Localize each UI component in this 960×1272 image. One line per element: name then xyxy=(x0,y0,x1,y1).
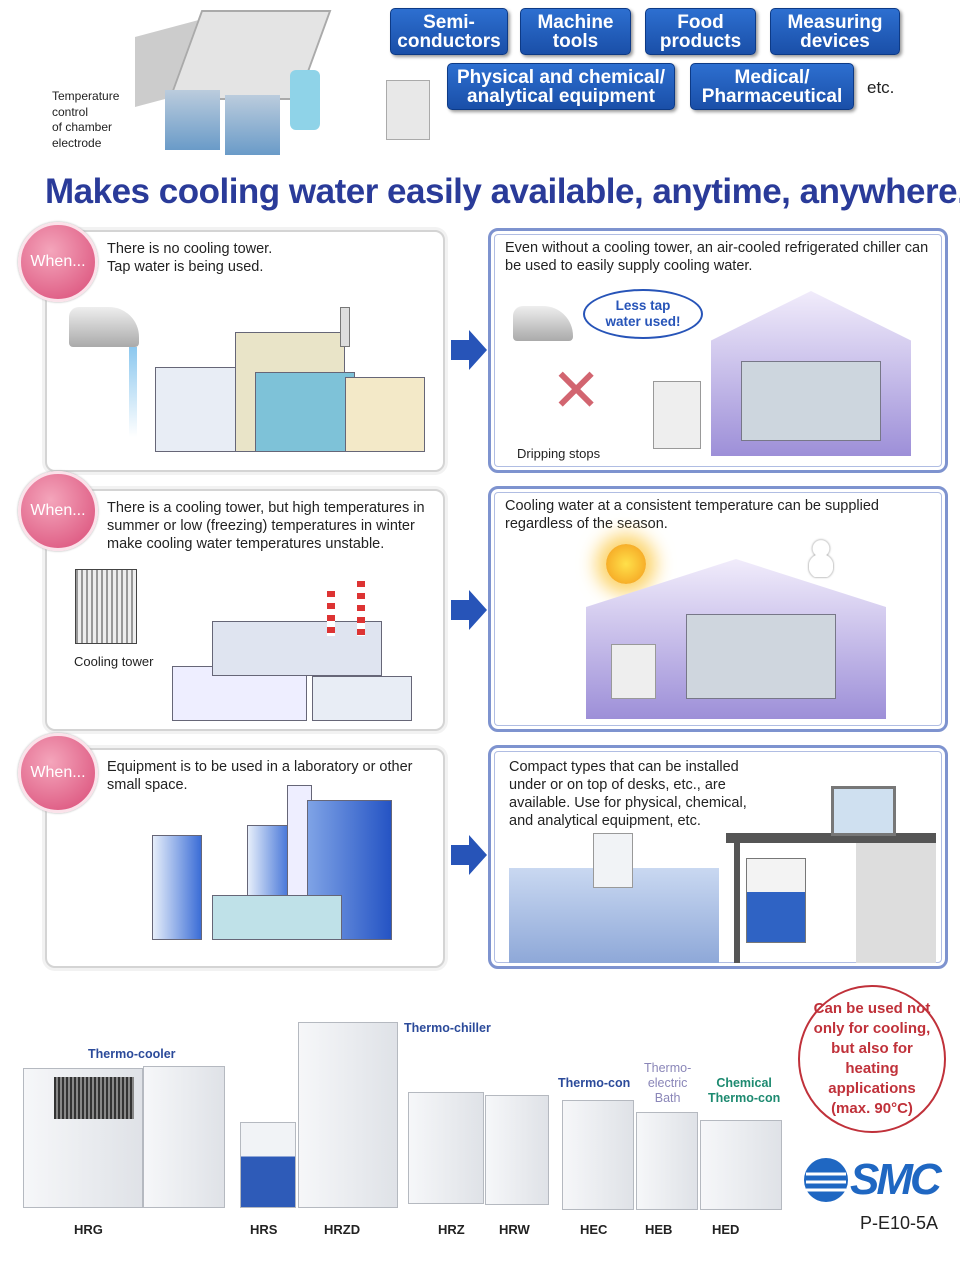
under-desk-chiller xyxy=(746,858,806,943)
compact-chiller xyxy=(593,833,633,888)
model-hrzd: HRZD xyxy=(324,1222,361,1237)
model-hrz: HRZ xyxy=(438,1222,465,1237)
chamber-illustration xyxy=(125,5,355,155)
factory-illustration xyxy=(155,307,435,452)
model-hrw: HRW xyxy=(499,1222,530,1237)
heating-note-text: Can be used not only for cooling, but al… xyxy=(813,1000,931,1117)
problem-panel-1: There is no cooling tower. Tap water is … xyxy=(45,230,445,472)
category-thermo-cooler: Thermo-cooler xyxy=(88,1047,176,1061)
category-thermo-electric-bath: Thermo- electric Bath xyxy=(644,1061,692,1105)
tag-machine-tools: Machine tools xyxy=(520,8,631,55)
product-hrzd xyxy=(298,1022,398,1208)
catalog-code: P-E10-5A xyxy=(860,1213,939,1233)
cross-mark-icon: ✕ xyxy=(551,357,602,424)
snowman-icon xyxy=(809,539,833,577)
cooling-tower-illustration xyxy=(75,569,137,644)
water-stream xyxy=(129,347,137,437)
house-with-machine xyxy=(711,291,911,456)
solution-text-3: Compact types that can be installed unde… xyxy=(509,759,747,829)
arrow-right-icon xyxy=(451,835,487,875)
solution-panel-1: Even without a cooling tower, an air-coo… xyxy=(488,228,948,473)
smc-logo-mark-icon xyxy=(804,1158,848,1202)
model-hrg: HRG xyxy=(74,1222,103,1237)
dripping-stops-label: Dripping stops xyxy=(517,446,601,461)
category-thermo-chiller: Thermo-chiller xyxy=(404,1021,491,1035)
solution-text-1: Even without a cooling tower, an air-coo… xyxy=(505,240,929,274)
solution-panel-3: Compact types that can be installed unde… xyxy=(488,745,948,969)
category-chemical-thermo-con: Chemical Thermo-con xyxy=(708,1076,781,1105)
model-heb: HEB xyxy=(645,1222,673,1237)
tag-food-products: Food products xyxy=(645,8,756,55)
monitor-icon xyxy=(831,786,896,836)
when-badge-3: When... xyxy=(18,733,98,813)
model-hrs: HRS xyxy=(250,1222,278,1237)
faucet-icon xyxy=(513,306,573,341)
tag-etc: etc. xyxy=(867,78,895,97)
when-badge-2: When... xyxy=(18,471,98,551)
chiller-unit-illustration xyxy=(386,80,430,140)
page-title: Makes cooling water easily available, an… xyxy=(45,172,960,211)
problem-text-3: Equipment is to be used in a laboratory … xyxy=(107,759,413,793)
bubble-text: Less tap water used! xyxy=(605,298,681,329)
product-hrw xyxy=(485,1095,549,1205)
solution-text-2: Cooling water at a consistent temperatur… xyxy=(505,498,879,532)
tag-medical-pharmaceutical: Medical/ Pharmaceutical xyxy=(690,63,854,110)
arrow-right-icon xyxy=(451,590,487,630)
problem-text-2: There is a cooling tower, but high tempe… xyxy=(107,500,425,552)
product-hrs xyxy=(240,1122,296,1208)
solution-panel-2: Cooling water at a consistent temperatur… xyxy=(488,486,948,732)
city-buildings-illustration xyxy=(132,785,422,940)
when-badge-1: When... xyxy=(18,222,98,302)
chamber-caption: Temperature control of chamber electrode xyxy=(52,89,120,150)
tag-semiconductors: Semi- conductors xyxy=(390,8,508,55)
faucet-icon xyxy=(69,307,139,347)
industrial-plant-illustration xyxy=(172,581,417,721)
problem-text-1: There is no cooling tower. Tap water is … xyxy=(107,241,273,275)
product-hrz xyxy=(408,1092,484,1204)
model-hed: HED xyxy=(712,1222,740,1237)
tag-measuring-devices: Measuring devices xyxy=(770,8,900,55)
chiller-unit xyxy=(653,381,701,449)
arrow-right-icon xyxy=(451,330,487,370)
product-hec xyxy=(562,1100,634,1210)
cooling-tower-label: Cooling tower xyxy=(74,654,154,669)
tag-physical-chemical: Physical and chemical/ analytical equipm… xyxy=(447,63,675,110)
model-hec: HEC xyxy=(580,1222,608,1237)
category-thermo-con: Thermo-con xyxy=(558,1076,631,1090)
smc-logo: SMC xyxy=(802,1155,942,1205)
product-hrg xyxy=(23,1068,143,1208)
heating-note-badge: Can be used not only for cooling, but al… xyxy=(798,985,946,1133)
sun-icon xyxy=(606,544,646,584)
product-heb xyxy=(636,1112,698,1210)
speech-bubble: Less tap water used! xyxy=(583,289,703,339)
product-hed xyxy=(700,1120,782,1210)
brand-name: SMC xyxy=(850,1155,942,1204)
problem-panel-2: There is a cooling tower, but high tempe… xyxy=(45,489,445,731)
problem-panel-3: Equipment is to be used in a laboratory … xyxy=(45,748,445,968)
product-hrg-side xyxy=(143,1066,225,1208)
